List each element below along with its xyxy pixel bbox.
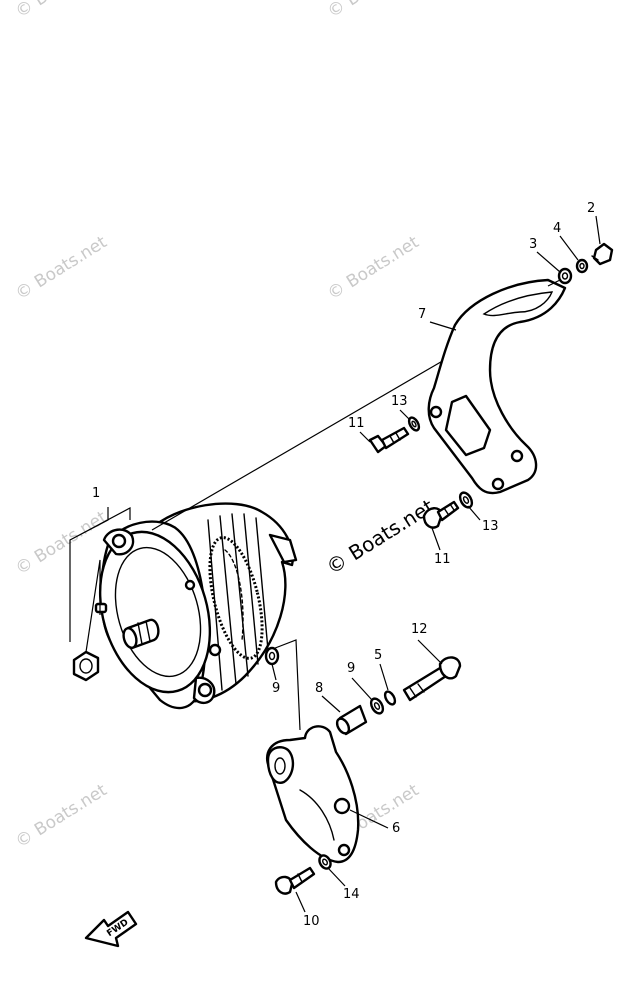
callout-label-1: 1 xyxy=(92,486,100,501)
callout-label-6: 6 xyxy=(392,821,400,836)
washer-4 xyxy=(575,258,589,274)
bolt-11-upper xyxy=(368,426,410,454)
watermark-text: © Boats.net xyxy=(12,232,111,304)
callout-label-9: 9 xyxy=(272,681,280,696)
fwd-arrow-icon: FWD xyxy=(84,910,138,948)
watermark-text: © Boats.net xyxy=(324,232,423,304)
watermark-text: © Boats.net xyxy=(12,780,111,852)
washer-3 xyxy=(557,267,573,285)
alternator xyxy=(94,502,298,710)
bolt-10 xyxy=(274,866,316,895)
callout-label-13: 13 xyxy=(482,519,499,534)
watermark-layer: © Boats.net © Boats.net © Boats.net © Boats… xyxy=(12,0,438,852)
callout-label-2: 2 xyxy=(587,201,595,216)
callout-label-10: 10 xyxy=(303,914,320,929)
nut-left xyxy=(72,650,100,682)
watermark-text: © Boats.net xyxy=(324,0,423,22)
callout-label-9: 9 xyxy=(347,661,355,676)
callout-label-11: 11 xyxy=(348,416,365,431)
lower-bracket xyxy=(266,725,360,864)
callout-label-8: 8 xyxy=(315,681,323,696)
spacer-8 xyxy=(335,704,368,736)
watermark-text: © Boats.net xyxy=(322,494,438,579)
washer-9-left xyxy=(264,646,280,666)
watermark-text: © Boats.net xyxy=(12,0,111,22)
callout-label-11: 11 xyxy=(434,552,451,567)
callout-label-5: 5 xyxy=(374,648,382,663)
watermark-text: © Boats.net xyxy=(12,507,111,579)
small-bolt-2 xyxy=(591,242,614,266)
bolt-11-lower xyxy=(422,500,460,529)
callout-label-12: 12 xyxy=(411,622,428,637)
callout-label-13: 13 xyxy=(391,394,408,409)
callout-label-3: 3 xyxy=(529,237,537,252)
callout-label-4: 4 xyxy=(553,221,561,236)
upper-bracket xyxy=(427,278,567,495)
callout-label-14: 14 xyxy=(343,887,360,902)
bolt-12 xyxy=(402,656,462,702)
callout-label-7: 7 xyxy=(418,307,426,322)
